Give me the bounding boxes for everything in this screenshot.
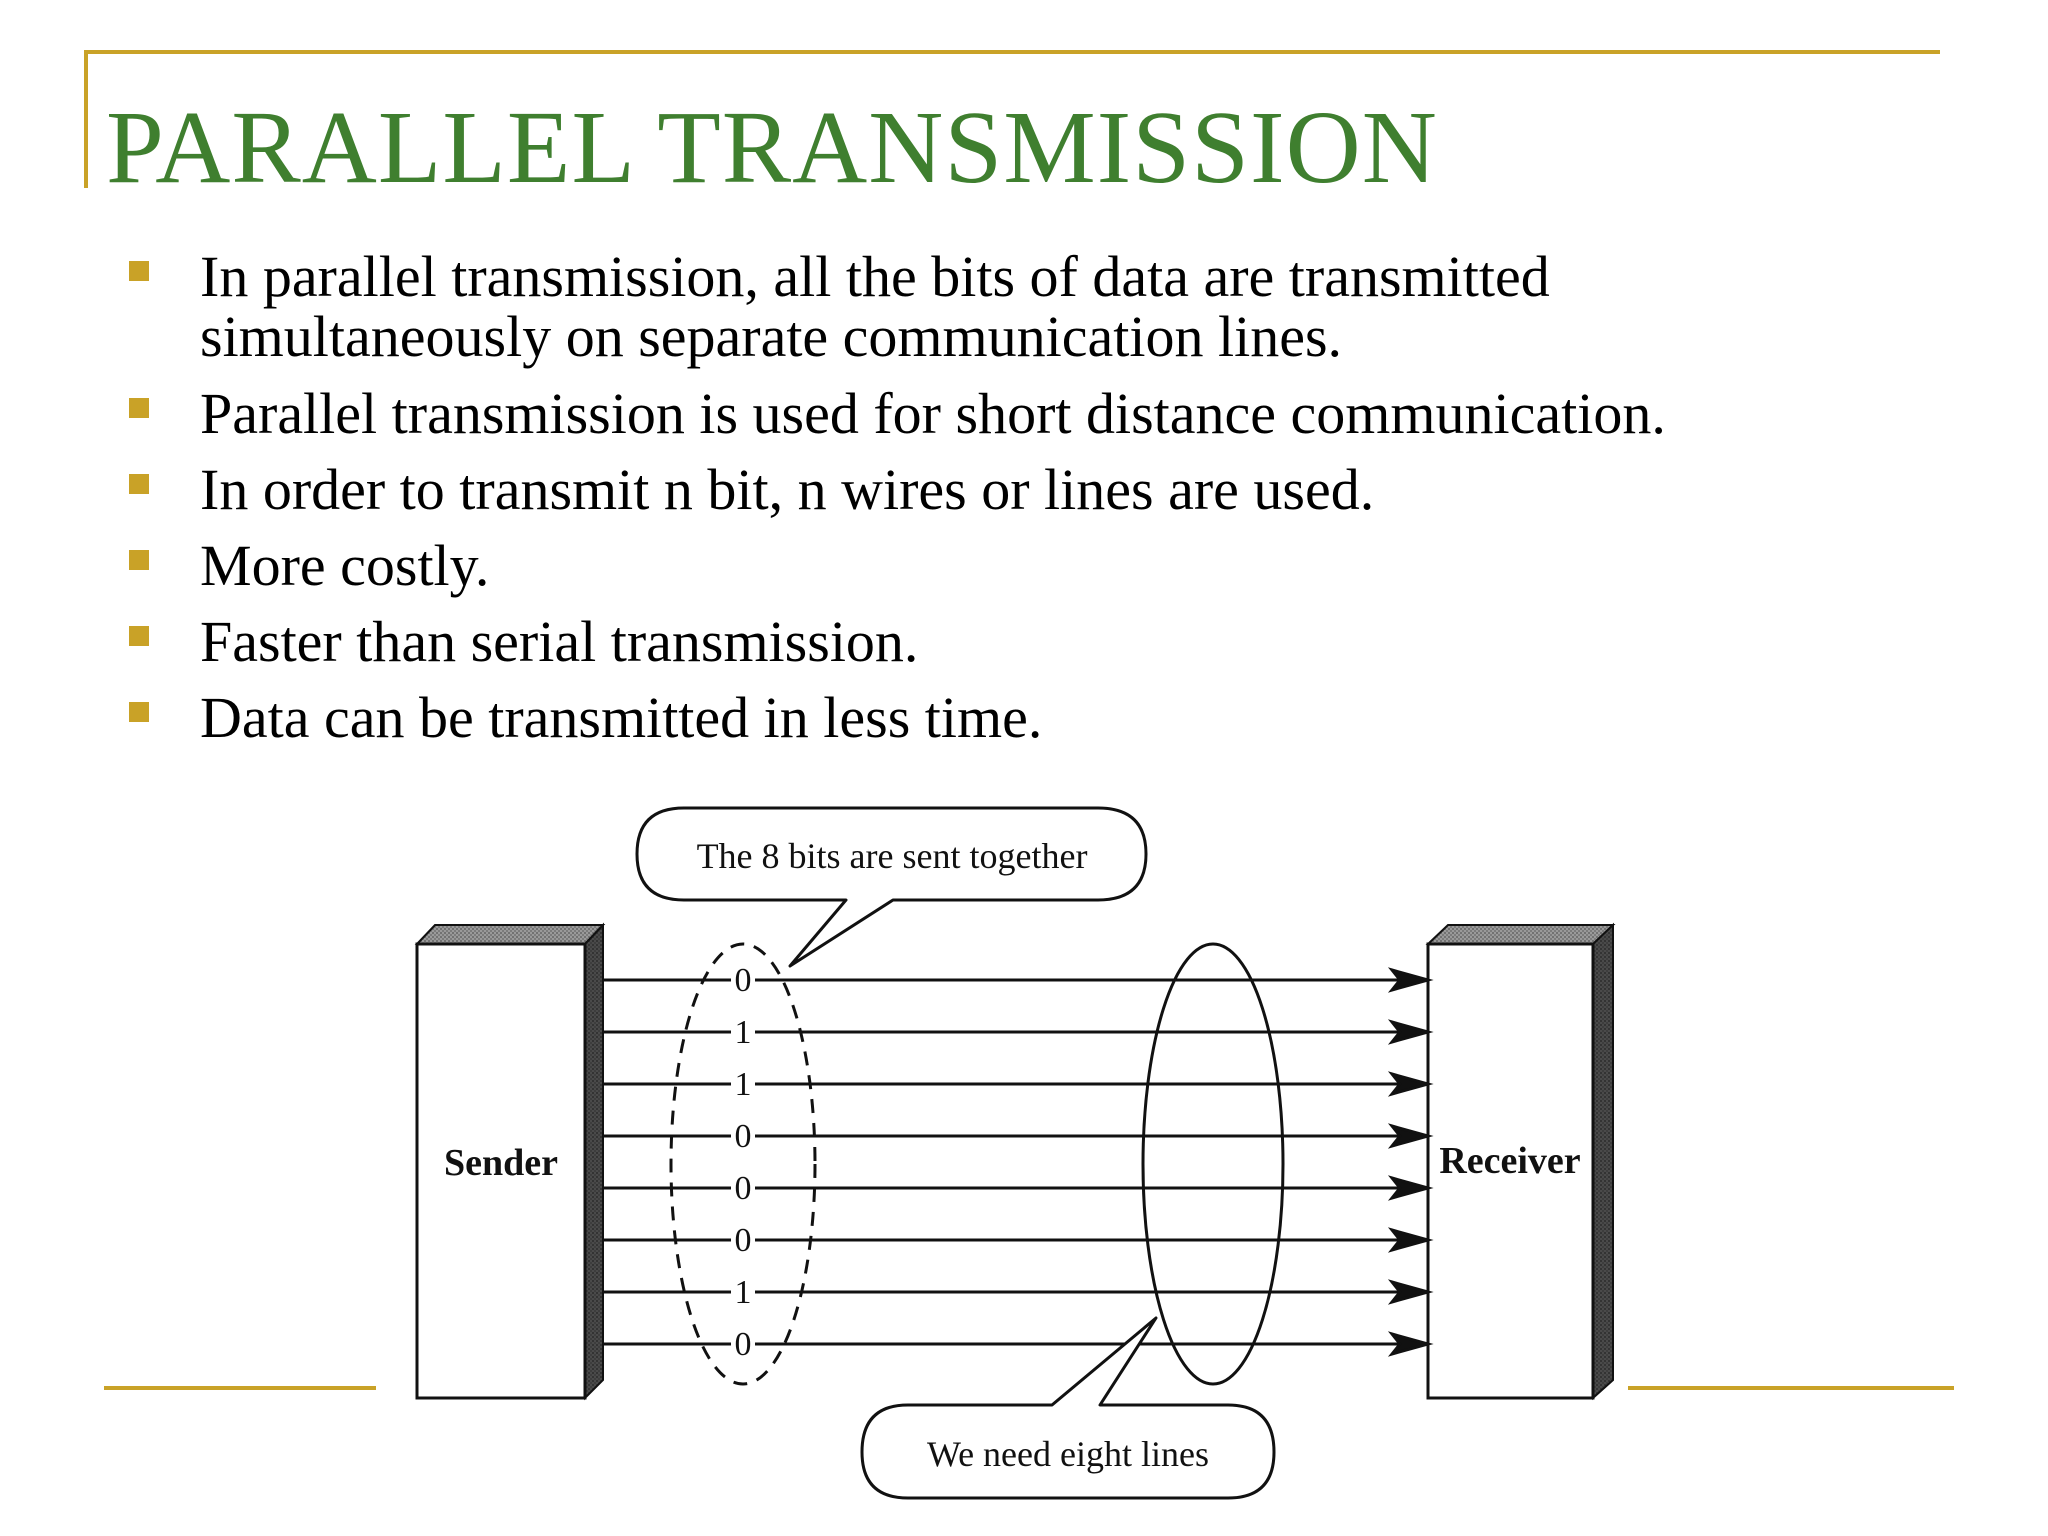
arrow-right-icon — [1387, 1175, 1434, 1201]
bullet-text: More costly. — [200, 533, 490, 598]
callout-top-bubble — [635, 806, 1148, 968]
bottom-rule-right — [1628, 1386, 1954, 1390]
bit-label: 1 — [735, 1066, 752, 1103]
arrow-right-icon — [1387, 1331, 1434, 1357]
square-bullet-icon — [129, 474, 149, 494]
receiver-box-front — [1426, 942, 1595, 1400]
bullet-text: Faster than serial transmission. — [200, 609, 919, 674]
arrow-right-icon — [1387, 1123, 1434, 1149]
transmission-line — [603, 1331, 1434, 1357]
bullet-list: In parallel transmission, all the bits o… — [129, 244, 1666, 750]
bit-label: 1 — [735, 1014, 752, 1051]
sender-box-top — [414, 924, 606, 945]
transmission-line — [603, 1279, 1434, 1305]
arrow-right-icon — [1387, 1071, 1434, 1097]
square-bullet-icon — [129, 398, 149, 418]
callout-bottom: We need eight lines — [860, 1316, 1276, 1500]
bit-label: 0 — [735, 962, 752, 999]
arrow-right-icon — [1387, 1279, 1434, 1305]
sender-box — [414, 922, 606, 1401]
bullet-text: Parallel transmission is used for short … — [200, 381, 1666, 446]
callout-top: The 8 bits are sent together — [635, 806, 1148, 968]
square-bullet-icon — [129, 702, 149, 722]
slide-title: PARALLEL TRANSMISSION — [106, 90, 1438, 205]
top-rule — [84, 50, 1940, 54]
left-rule — [84, 50, 88, 188]
sender-box-side — [584, 922, 604, 1401]
square-bullet-icon — [129, 261, 149, 281]
bullet-text: Data can be transmitted in less time. — [200, 685, 1043, 750]
diagram-svg: Sender Receiver — [414, 806, 1616, 1500]
transmission-line — [603, 1175, 1434, 1201]
sender-box-front — [415, 942, 587, 1400]
arrow-right-icon — [1387, 1227, 1434, 1253]
bits-dashed-ellipse — [669, 942, 817, 1386]
callout-bottom-bubble — [860, 1316, 1276, 1500]
transmission-lines — [603, 967, 1434, 1357]
transmission-line — [603, 1019, 1434, 1045]
bit-label: 0 — [735, 1222, 752, 1259]
bit-label: 0 — [735, 1118, 752, 1155]
arrow-right-icon — [1387, 967, 1434, 993]
receiver-box-side — [1592, 922, 1614, 1401]
bullet-text: In order to transmit n bit, n wires or l… — [200, 457, 1375, 522]
receiver-box-top — [1425, 924, 1616, 945]
square-bullet-icon — [129, 626, 149, 646]
bit-label: 0 — [735, 1326, 752, 1363]
bottom-rule-left — [104, 1386, 376, 1390]
bit-label: 1 — [735, 1274, 752, 1311]
callout-bottom-text: We need eight lines — [927, 1434, 1209, 1474]
bullet-text-continuation: simultaneously on separate communication… — [200, 304, 1343, 369]
transmission-line — [603, 1123, 1434, 1149]
bit-labels: 0 1 1 0 0 0 1 0 — [731, 962, 755, 1363]
receiver-box — [1425, 922, 1616, 1401]
arrow-right-icon — [1387, 1019, 1434, 1045]
receiver-label: Receiver — [1439, 1140, 1580, 1182]
transmission-line — [603, 967, 1434, 993]
callout-top-text: The 8 bits are sent together — [697, 836, 1088, 876]
square-bullet-icon — [129, 550, 149, 570]
transmission-line — [603, 1071, 1434, 1097]
sender-label: Sender — [444, 1142, 558, 1184]
bullet-text: In parallel transmission, all the bits o… — [200, 244, 1550, 309]
parallel-transmission-diagram: Sender Receiver — [0, 770, 2048, 1536]
transmission-line — [603, 1227, 1434, 1253]
lines-solid-ellipse — [1141, 942, 1285, 1386]
bit-label: 0 — [735, 1170, 752, 1207]
